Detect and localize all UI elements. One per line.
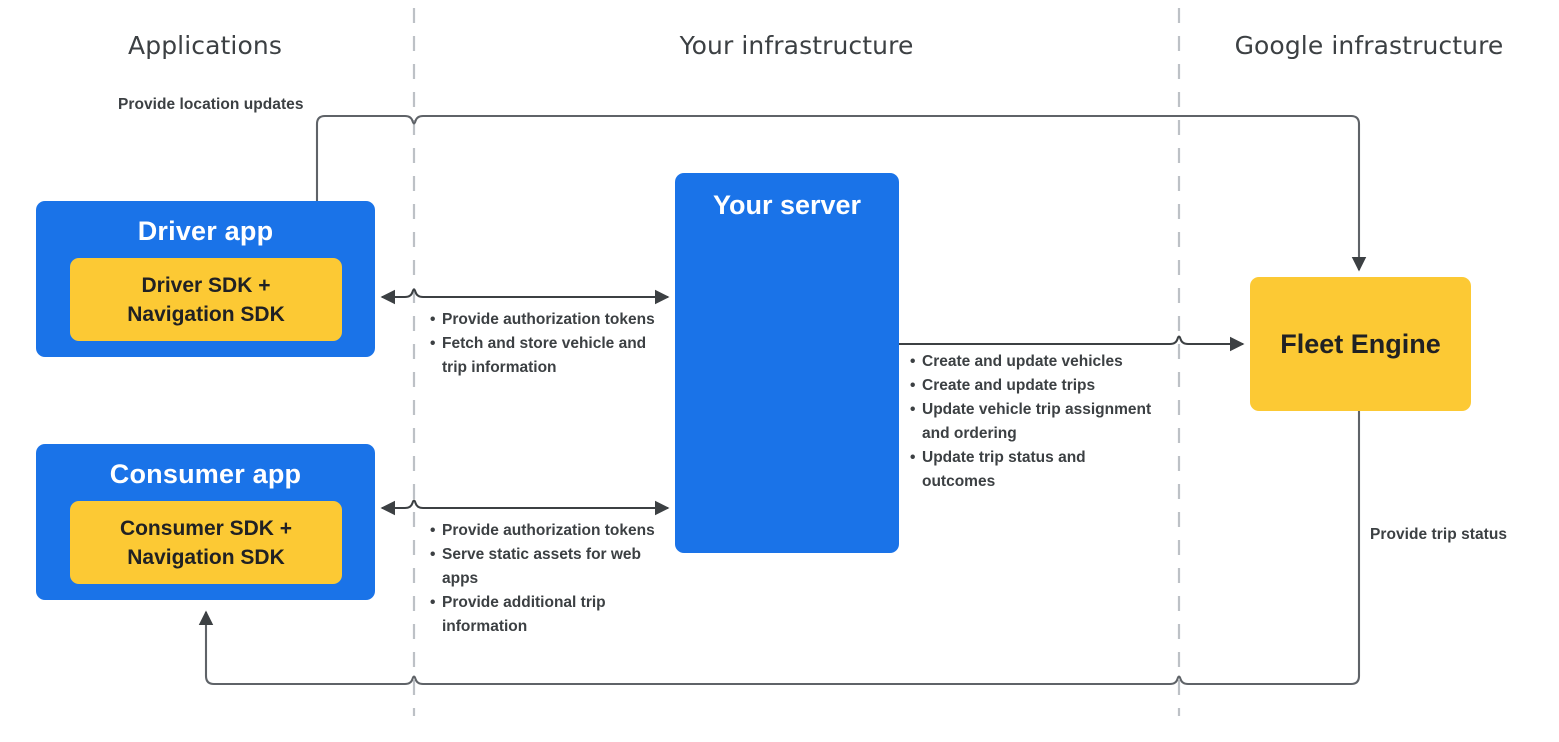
label-provide-trip-status: Provide trip status — [1370, 526, 1508, 543]
flow-list-item: Fetch and store vehicle and trip informa… — [430, 332, 655, 380]
consumer-app-title: Consumer app — [109, 459, 302, 489]
driver-app-box[interactable]: Driver app Driver SDK + Navigation SDK — [36, 201, 375, 357]
column-header-google-infrastructure: Google infrastructure — [1234, 31, 1504, 60]
wire-driver-app-server — [380, 288, 670, 305]
consumer-sdk-line1: Consumer SDK + — [119, 516, 293, 540]
flow-list-item: Provide authorization tokens — [430, 519, 655, 543]
consumer-sdk-line2: Navigation SDK — [127, 545, 285, 569]
driver-sdk-line1: Driver SDK + — [141, 273, 271, 297]
wire-consumer-app-server — [380, 499, 670, 516]
flow-list-item: Update vehicle trip assignment and order… — [910, 398, 1160, 446]
flow-list-item: Serve static assets for web apps — [430, 543, 655, 591]
flow-list-server-fleet-engine: Create and update vehiclesCreate and upd… — [910, 350, 1160, 494]
your-server-box[interactable]: Your server — [675, 173, 899, 553]
driver-sdk-box[interactable]: Driver SDK + Navigation SDK — [70, 258, 342, 341]
consumer-sdk-label: Consumer SDK + Navigation SDK — [120, 514, 292, 572]
flow-list-driver-app-server: Provide authorization tokensFetch and st… — [430, 308, 655, 380]
flow-list-item: Provide additional trip information — [430, 591, 655, 639]
fleet-engine-box[interactable]: Fleet Engine — [1250, 277, 1471, 411]
consumer-sdk-box[interactable]: Consumer SDK + Navigation SDK — [70, 501, 342, 584]
driver-app-title: Driver app — [137, 216, 274, 246]
fleet-engine-title: Fleet Engine — [1280, 328, 1441, 359]
flow-list-item: Provide authorization tokens — [430, 308, 655, 332]
wire-server-to-fleet-engine — [899, 335, 1245, 352]
your-server-title: Your server — [712, 190, 862, 220]
flow-list-item: Create and update trips — [910, 374, 1160, 398]
column-header-your-infrastructure: Your infrastructure — [679, 31, 914, 60]
label-provide-location-updates: Provide location updates — [118, 96, 304, 113]
driver-sdk-label: Driver SDK + Navigation SDK — [127, 271, 285, 329]
flow-list-item: Create and update vehicles — [910, 350, 1160, 374]
flow-list-item: Update trip status and outcomes — [910, 446, 1160, 494]
column-header-applications: Applications — [128, 31, 282, 60]
flow-list-consumer-app-server: Provide authorization tokensServe static… — [430, 519, 655, 639]
driver-sdk-line2: Navigation SDK — [127, 302, 285, 326]
consumer-app-box[interactable]: Consumer app Consumer SDK + Navigation S… — [36, 444, 375, 600]
